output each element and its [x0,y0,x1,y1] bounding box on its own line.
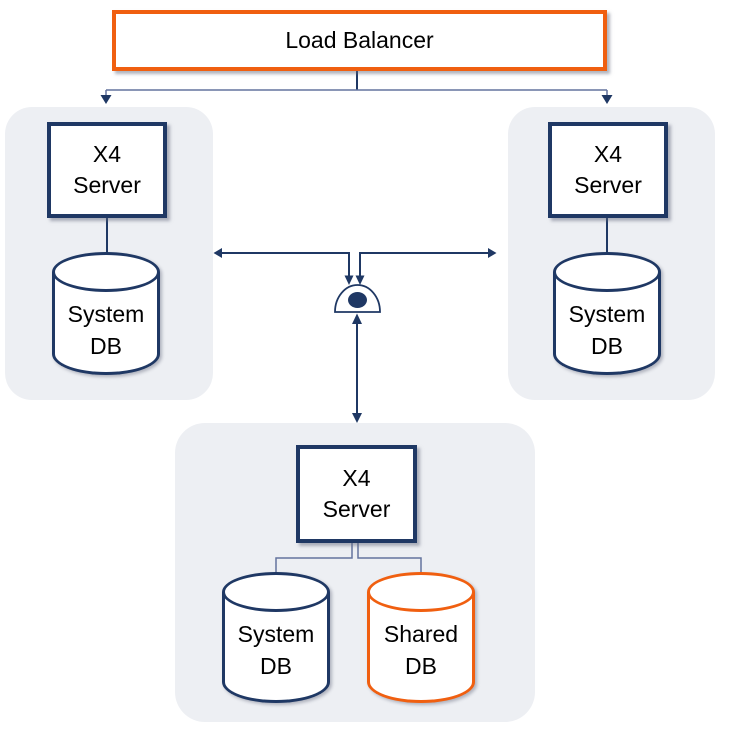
node-shared-db-bottom: Shared DB [367,572,475,703]
node-label-line: Server [73,172,141,198]
cylinder-top-ellipse [52,252,160,292]
node-x4-server-left: X4 Server [47,122,167,218]
node-label: System DB [222,618,330,682]
arrowhead-lb-to-right-group [601,95,613,104]
junction-dot [348,292,367,308]
node-label: System DB [52,298,160,362]
node-label-line: System [568,301,646,327]
node-x4-server-bottom: X4 Server [296,445,417,543]
node-x4-server-right: X4 Server [548,122,668,218]
node-label-line: System [237,621,315,647]
node-label-line: DB [591,333,623,359]
node-label-line: System [67,301,145,327]
arrowhead-into-junction-from-left [344,275,354,285]
node-label: Load Balancer [285,27,434,53]
edge-junction-to-right-group [359,252,490,280]
arrowhead-into-junction-from-right [355,275,365,285]
node-label-line: Server [574,172,642,198]
node-load-balancer: Load Balancer [112,10,607,71]
node-label: System DB [553,298,661,362]
node-system-db-bottom: System DB [222,572,330,703]
arrowhead-lb-to-left-group [100,95,112,104]
node-label-line: X4 [593,141,623,167]
node-label-line: X4 [92,141,122,167]
cylinder-top-ellipse [222,572,330,612]
node-label-line: DB [405,653,437,679]
node-label-line: X4 [342,465,371,491]
node-system-db-left: System DB [52,252,160,375]
edge-lb-branch [105,89,608,97]
node-label-line: DB [260,653,292,679]
cylinder-top-ellipse [553,252,661,292]
cylinder-top-ellipse [367,572,475,612]
arrowhead-into-right-group [488,248,497,258]
cylinder-body [222,592,330,703]
node-label: Shared DB [367,618,475,682]
node-label-line: DB [90,333,122,359]
arrowhead-into-left-group [213,248,222,258]
node-label-line: Server [322,496,391,522]
arrowhead-into-bottom-group [352,413,362,423]
junction-symbol [334,284,381,313]
arrowhead-into-junction-from-bottom [352,313,362,324]
edge-junction-to-left-group [221,252,350,280]
node-label-line: Shared [383,621,459,647]
node-system-db-right: System DB [553,252,661,375]
